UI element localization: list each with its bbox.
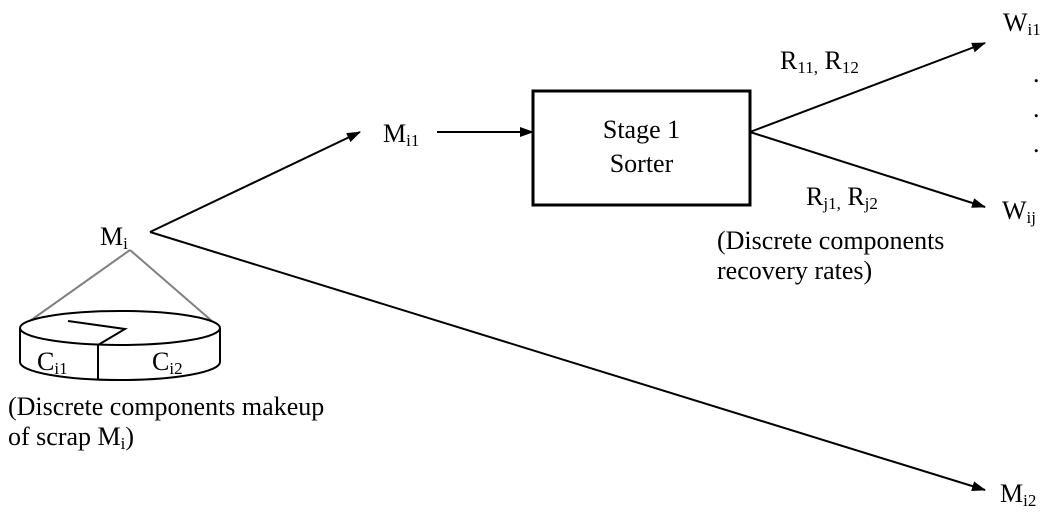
pie-label-ci1: Ci1: [37, 347, 68, 378]
makeup-note-line1: (Discrete components makeup: [8, 392, 325, 421]
pie-connector-right: [129, 249, 221, 329]
node-wi1: Wi1: [1003, 8, 1041, 39]
pie-connector-left: [19, 249, 131, 329]
node-mi2: Mi2: [1000, 479, 1037, 510]
makeup-note-line2: of scrap Mi): [8, 422, 135, 453]
rates-bottom: Rj1, Rj2: [806, 182, 878, 213]
node-wij: Wij: [1002, 196, 1036, 227]
ellipsis-dot-2: .: [1033, 94, 1040, 123]
sorter-box: [531, 89, 752, 207]
arrow-sorter-to-wi1: [749, 42, 986, 133]
node-mi1: Mi1: [383, 119, 420, 150]
sorter-label-line2: Sorter: [609, 149, 674, 178]
ellipsis-dot-1: .: [1033, 59, 1040, 88]
arrow-mi-to-mi2: [149, 231, 986, 491]
arrow-sorter-to-wij: [749, 131, 986, 208]
ellipsis-dot-3: .: [1033, 129, 1040, 158]
rates-top: R11, R12: [780, 46, 859, 77]
scrap-makeup-pie: [19, 310, 221, 381]
pie-label-ci2: Ci2: [152, 347, 183, 378]
scrap-makeup-note: (Discrete components makeup of scrap Mi): [8, 392, 324, 452]
arrow-mi-to-mi1: [149, 131, 361, 233]
recovery-rates-note: (Discrete components recovery rates): [717, 226, 944, 286]
node-mi: Mi: [100, 222, 128, 253]
recovery-note-line1: (Discrete components: [717, 226, 945, 255]
sorter-label: Stage 1 Sorter: [533, 113, 750, 181]
sorter-label-line1: Stage 1: [602, 115, 681, 144]
recovery-note-line2: recovery rates): [717, 256, 873, 285]
